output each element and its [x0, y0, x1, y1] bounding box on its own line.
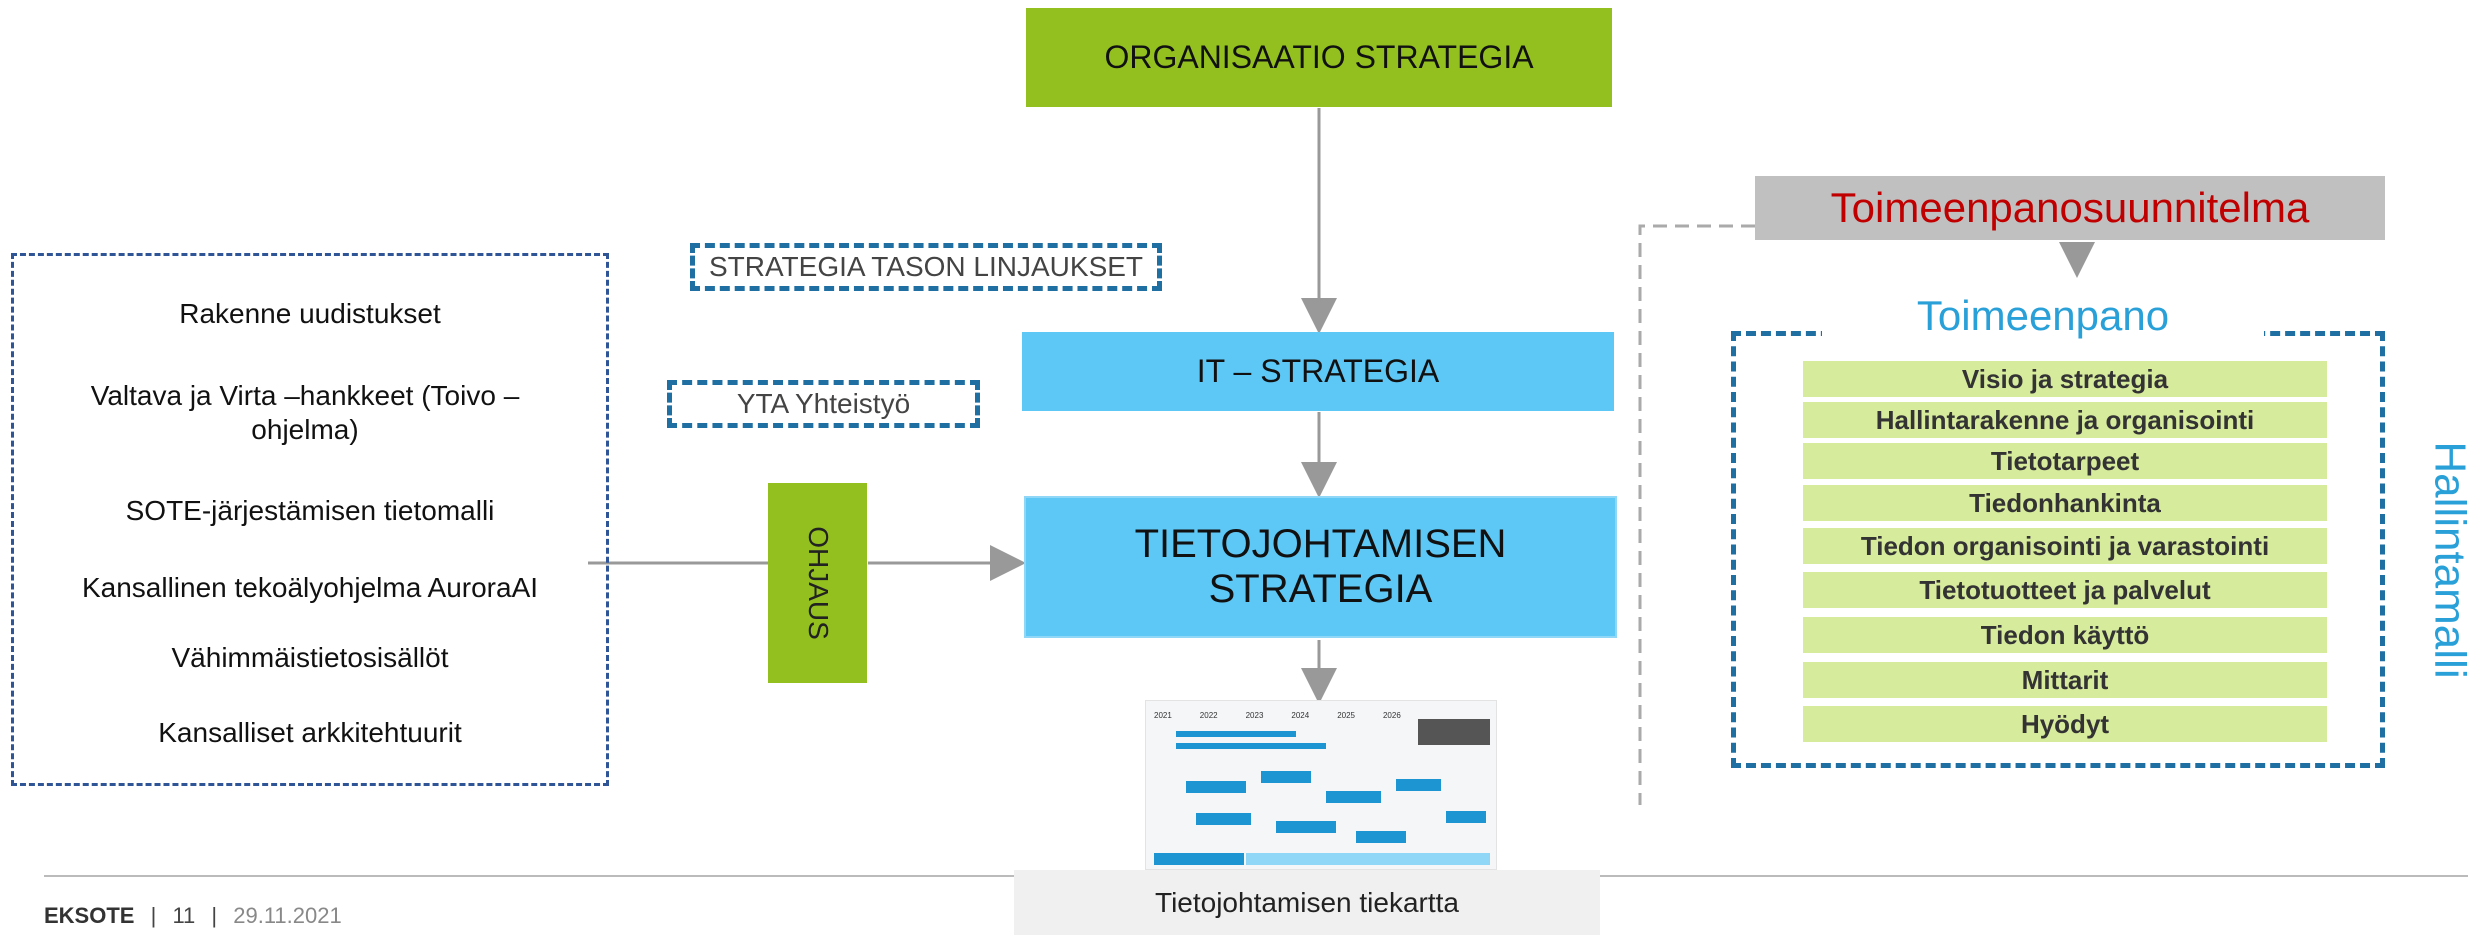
yta-yhteistyo-label: YTA Yhteistyö — [736, 388, 911, 419]
roadmap-year: 2026 — [1382, 711, 1401, 720]
roadmap-thumbnail: 2021 2022 2023 2024 2025 2026 — [1145, 700, 1497, 870]
dashed-bracket — [1638, 224, 1755, 805]
hallinta-item-organisointi: Tiedon organisointi ja varastointi — [1803, 528, 2327, 564]
footer-org: EKSOTE — [44, 903, 135, 928]
footer-sep: | — [150, 903, 157, 928]
strategia-tason-linjaukset-label: STRATEGIA TASON LINJAUKSET — [708, 251, 1144, 282]
hallinta-item-tietotarpeet: Tietotarpeet — [1803, 443, 2327, 479]
roadmap-bar — [1356, 831, 1406, 843]
hallinta-item-visio: Visio ja strategia — [1803, 361, 2327, 397]
left-influences-panel — [11, 253, 609, 786]
roadmap-caption: Tietojohtamisen tiekartta — [1014, 870, 1600, 935]
hallinta-item-mittarit: Mittarit — [1803, 662, 2327, 698]
left-item-vahimmaistieto: Vähimmäistietosisällöt — [171, 642, 449, 673]
left-item-valtava-virta: Valtava ja Virta –hankkeet (Toivo –ohjel… — [90, 380, 520, 445]
left-item-arkkitehtuurit: Kansalliset arkkitehtuurit — [158, 717, 462, 748]
hallinta-item-tiedonhankinta: Tiedonhankinta — [1803, 485, 2327, 521]
hallinta-item-tiedon-kaytto: Tiedon käyttö — [1803, 617, 2327, 653]
roadmap-bar — [1246, 853, 1490, 865]
roadmap-bar — [1176, 731, 1296, 737]
roadmap-bar — [1186, 781, 1246, 793]
toimeenpano-heading: Toimeenpano — [1822, 284, 2264, 348]
roadmap-bar — [1196, 813, 1251, 825]
hallinta-item-hallintarakenne: Hallintarakenne ja organisointi — [1803, 402, 2327, 438]
it-strategia-label: IT – STRATEGIA — [1196, 353, 1440, 389]
footer-sep: | — [211, 903, 218, 928]
roadmap-bar — [1276, 821, 1336, 833]
roadmap-caption-label: Tietojohtamisen tiekartta — [1155, 886, 1459, 918]
footer-page: 11 — [172, 903, 196, 928]
roadmap-year-row: 2021 2022 2023 2024 2025 2026 — [1154, 711, 1401, 720]
left-item-sote: SOTE-järjestämisen tietomalli — [125, 495, 495, 526]
roadmap-year: 2024 — [1291, 711, 1310, 720]
ohjaus-label: OHJAUS — [802, 526, 834, 640]
roadmap-year: 2025 — [1337, 711, 1355, 720]
hallintamalli-side-label: Hallintamalli — [2420, 380, 2480, 740]
roadmap-bar — [1446, 811, 1486, 823]
strategia-tason-linjaukset-box: STRATEGIA TASON LINJAUKSET — [690, 243, 1162, 291]
organisaatio-strategia-box: ORGANISAATIO STRATEGIA — [1026, 8, 1612, 107]
roadmap-bar — [1176, 743, 1326, 749]
ohjaus-box: OHJAUS — [768, 483, 867, 683]
footer: EKSOTE | 11 | 29.11.2021 — [44, 903, 342, 929]
tietojohtamisen-strategia-label: TIETOJOHTAMISEN STRATEGIA — [1134, 522, 1507, 611]
roadmap-bar — [1261, 771, 1311, 783]
toimeenpanosuunnitelma-label: Toimeenpanosuunnitelma — [1830, 184, 2310, 231]
roadmap-bar — [1326, 791, 1381, 803]
roadmap-year: 2021 — [1154, 711, 1172, 720]
roadmap-dark-callout — [1418, 719, 1490, 745]
roadmap-year: 2022 — [1199, 711, 1218, 720]
yta-yhteistyo-box: YTA Yhteistyö — [667, 380, 980, 428]
toimeenpano-label: Toimeenpano — [1916, 292, 2170, 339]
footer-date: 29.11.2021 — [233, 903, 342, 928]
organisaatio-strategia-label: ORGANISAATIO STRATEGIA — [1104, 39, 1534, 75]
left-item-auroraai: Kansallinen tekoälyohjelma AuroraAI — [81, 572, 539, 603]
roadmap-year: 2023 — [1245, 711, 1264, 720]
it-strategia-box: IT – STRATEGIA — [1022, 332, 1614, 411]
hallintamalli-label: Hallintamalli — [2426, 441, 2475, 679]
tietojohtamisen-strategia-box: TIETOJOHTAMISEN STRATEGIA — [1024, 496, 1617, 638]
hallinta-item-hyodyt: Hyödyt — [1803, 706, 2327, 742]
hallinta-item-tietotuotteet: Tietotuotteet ja palvelut — [1803, 572, 2327, 608]
roadmap-bar — [1396, 779, 1441, 791]
roadmap-bar — [1154, 853, 1244, 865]
toimeenpanosuunnitelma-box: Toimeenpanosuunnitelma — [1755, 176, 2385, 240]
left-item-rakenne: Rakenne uudistukset — [179, 298, 441, 329]
